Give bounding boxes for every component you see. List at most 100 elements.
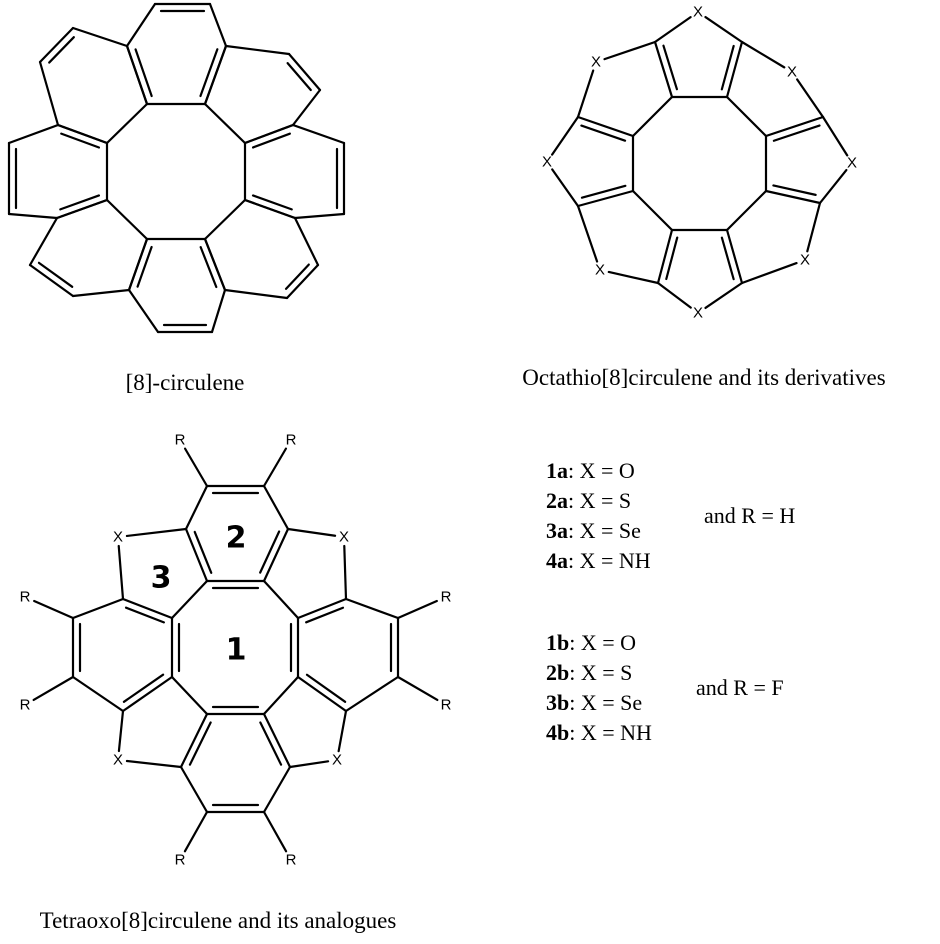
ring-bond-line: [243, 123, 295, 145]
ring-bond-line: [179, 712, 209, 769]
substituent-r-label: R: [441, 697, 452, 714]
ring-bond-line: [208, 2, 228, 48]
substituent-r-label: R: [175, 432, 186, 449]
double-bond-line: [720, 44, 735, 91]
ring-bond-line: [576, 204, 599, 263]
ring-bond-line: [262, 527, 290, 583]
ring-bond-line: [125, 527, 188, 538]
ring-bond-line: [243, 198, 297, 220]
octagon-bond-line: [105, 102, 149, 145]
compound-formula: : X = S: [568, 488, 631, 513]
double-bond-line: [665, 236, 679, 281]
double-bond-line: [136, 245, 153, 288]
double-bond-line: [48, 36, 75, 64]
compound-id: 3b: [546, 690, 569, 715]
double-bond-line: [305, 673, 347, 703]
ring-bond-line: [262, 484, 290, 531]
substituent-bond-line: [396, 675, 439, 702]
ring-bond-line: [343, 544, 348, 601]
compound-formula: : X = Se: [568, 518, 641, 543]
ring-bond-line: [704, 15, 744, 44]
heteroatom-x-label: X: [693, 305, 703, 322]
double-bond-line: [580, 184, 627, 199]
ring-bond-line: [764, 115, 825, 138]
circulene-caption: [8]-circulene: [126, 370, 245, 395]
ring-bond-line: [344, 675, 400, 713]
ring-bond-line: [296, 597, 348, 620]
substituent-bond-line: [33, 599, 75, 620]
ring-number-1: 1: [226, 633, 247, 668]
ring-number-2: 2: [226, 521, 247, 556]
ring-bond-line: [121, 597, 174, 620]
heteroatom-x-label: X: [591, 54, 601, 71]
double-bond-line: [305, 606, 345, 624]
compound-entry: 1a: X = O: [546, 458, 635, 483]
octagon-bond-line: [203, 198, 247, 241]
compound-id: 2a: [546, 488, 568, 513]
double-bond-line: [188, 721, 212, 766]
double-bond-line: [251, 194, 293, 211]
ring-bond-line: [286, 527, 337, 537]
double-bond-line: [580, 124, 627, 142]
octagon-bond-line: [631, 95, 674, 138]
ring-bond-line: [7, 123, 60, 145]
double-bond-line: [124, 606, 165, 624]
octagon-bond-line: [262, 579, 300, 620]
compound-entry: 3b: X = Se: [546, 690, 642, 715]
ring-bond-line: [262, 765, 292, 814]
ring-bond-line: [71, 675, 125, 713]
heteroatom-x-label: X: [332, 752, 342, 769]
ring-bond-line: [7, 212, 59, 220]
ring-bond-line: [262, 712, 292, 769]
ring-bond-line: [293, 212, 346, 220]
ring-bond-line: [818, 168, 848, 205]
compound-formula: : X = NH: [569, 720, 652, 745]
ring-bond-line: [127, 237, 149, 292]
ring-bond-line: [71, 288, 131, 298]
substituent-bond-line: [396, 599, 438, 620]
ring-bond-line: [223, 288, 289, 300]
ring-bond-line: [203, 44, 228, 106]
compound-formula: : X = O: [569, 630, 636, 655]
compound-id: 4a: [546, 548, 568, 573]
ring-bond-line: [125, 759, 183, 769]
heteroatom-x-label: X: [787, 64, 797, 81]
ring-bond-line: [285, 263, 320, 300]
ring-bond-line: [38, 60, 60, 127]
octagon-bond-line: [203, 102, 247, 145]
compound-id: 4b: [546, 720, 569, 745]
double-bond-line: [199, 246, 218, 289]
ring-bond-line: [28, 263, 75, 298]
substituent-r-label: R: [286, 852, 297, 869]
ring-bond-line: [291, 88, 322, 127]
double-bond-line: [772, 184, 817, 196]
double-bond-line: [199, 48, 219, 98]
ring-bond-line: [821, 115, 849, 157]
double-bond-line: [284, 263, 310, 290]
substituent-r-label: R: [20, 697, 31, 714]
heteroatom-x-label: X: [113, 752, 123, 769]
ring-bond-line: [184, 527, 209, 583]
ring-bond-line: [56, 123, 109, 145]
compound-id: 3a: [546, 518, 568, 543]
double-bond-line: [720, 236, 735, 281]
double-bond-line: [59, 194, 101, 211]
ring-bond-line: [603, 40, 657, 61]
ring-bond-line: [38, 26, 75, 64]
ring-bond-line: [551, 168, 580, 208]
double-bond-line: [251, 132, 291, 149]
tetraoxo-caption: Tetraoxo[8]circulene and its analogues: [40, 908, 397, 933]
ring-bond-line: [71, 597, 125, 620]
ring-bond-line: [117, 709, 125, 753]
compound-entry: 4a: X = NH: [546, 548, 651, 573]
ring-bond-line: [740, 40, 786, 69]
compound-formula: : X = Se: [569, 690, 642, 715]
ring-bond-line: [656, 281, 692, 309]
ring-bond-line: [224, 44, 291, 56]
substituent-r-label: R: [175, 852, 186, 869]
heteroatom-x-label: X: [339, 529, 349, 546]
ring-bond-line: [28, 216, 59, 267]
ring-bond-line: [806, 201, 822, 253]
octagon-bond-line: [631, 189, 674, 232]
substituent-bond-line: [32, 675, 75, 702]
